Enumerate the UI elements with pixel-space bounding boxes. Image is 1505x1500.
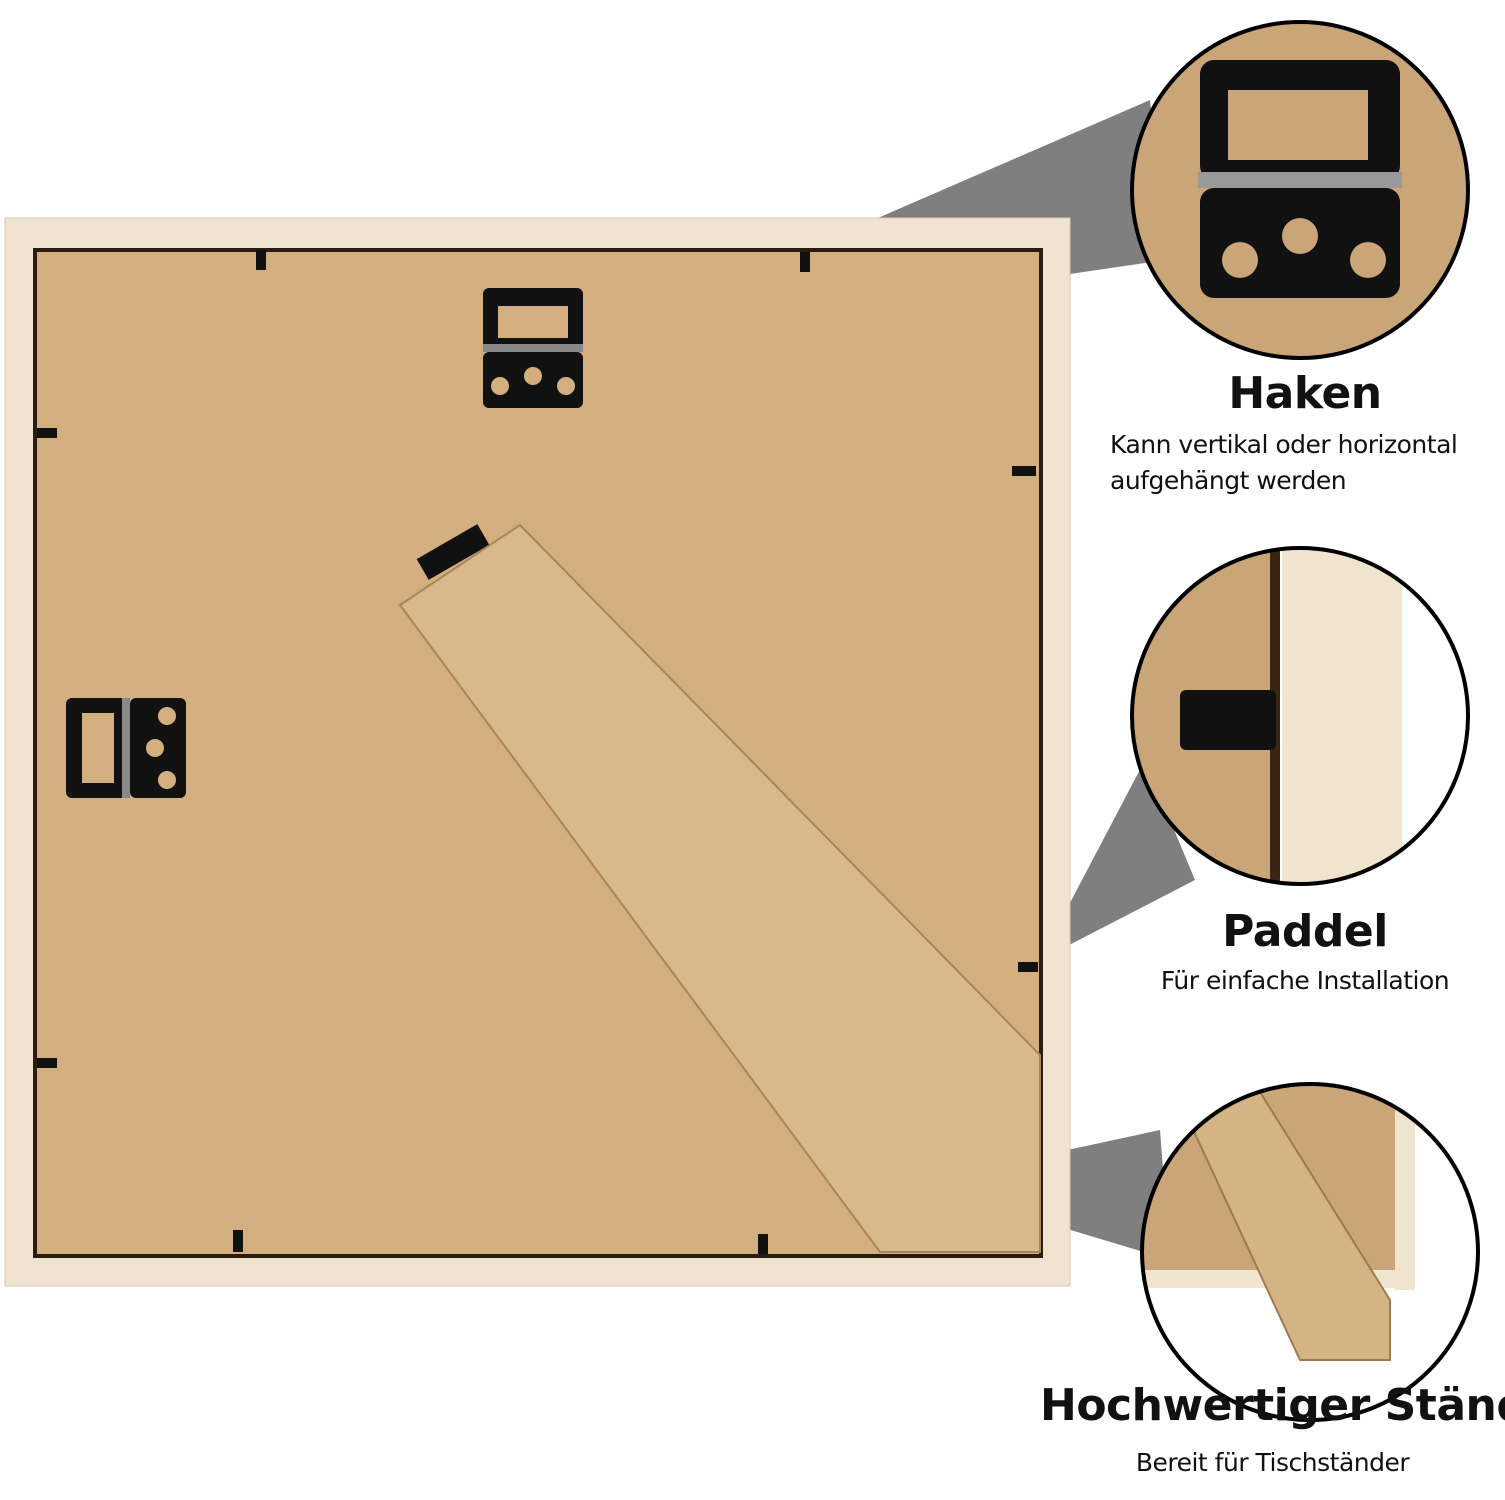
feature-title: Haken [1228,368,1382,419]
sawtooth-hanger-side [66,698,186,798]
feature-title: Hochwertiger Ständer [1040,1380,1505,1431]
detail-circle-stand [1142,1084,1478,1420]
callout-wedge-paddle [1040,760,1195,960]
sawtooth-hanger-top [483,288,583,408]
feature-description: Bereit für Tischständer [1135,1448,1410,1477]
feature-description: Für einfache Installation [1160,966,1450,995]
feature-hook: Haken Kann vertikal oder horizontal aufg… [1110,368,1500,501]
feature-paddle: Paddel Für einfache Installation [1120,906,1490,1001]
easel-stand [398,523,1041,1253]
picture-frame-back [4,217,1071,1287]
detail-circle-hook [1132,22,1468,358]
feature-stand: Hochwertiger Ständer Bereit für Tischstä… [1040,1380,1505,1483]
feature-description: aufgehängt werden [1110,466,1347,495]
feature-title: Paddel [1222,906,1388,957]
feature-description: Kann vertikal oder horizontal [1110,430,1458,459]
